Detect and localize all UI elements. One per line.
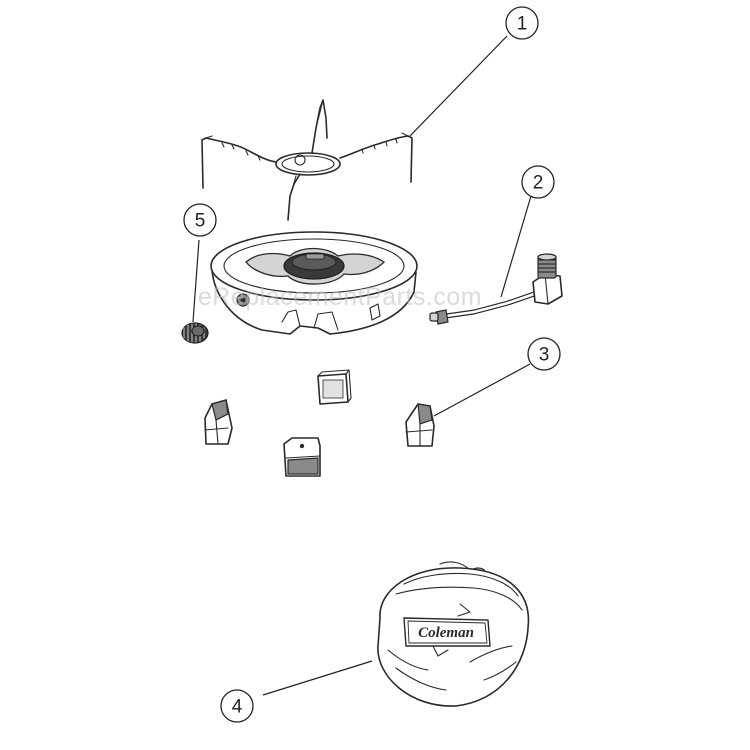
callout-5-number: 5 (195, 211, 206, 232)
leader-2 (500, 195, 532, 298)
callout-2: 2 (521, 165, 555, 199)
valve-knob (181, 322, 209, 344)
callout-2-number: 2 (533, 173, 544, 194)
leader-3 (433, 363, 531, 417)
watermark-text: eReplacementParts.com (198, 283, 482, 311)
leg-front (283, 437, 321, 477)
burner-base (210, 231, 418, 335)
callout-1-number: 1 (517, 14, 528, 35)
callout-3-number: 3 (539, 345, 550, 366)
leader-5 (192, 239, 200, 323)
leg-left (204, 399, 233, 445)
legs (204, 369, 435, 477)
carry-bag: Coleman (377, 561, 530, 707)
callout-3: 3 (527, 337, 561, 371)
coleman-logo: Coleman (403, 617, 491, 647)
leader-4 (262, 660, 373, 696)
leader-1 (409, 35, 508, 137)
callout-4-number: 4 (232, 697, 243, 718)
leg-right (405, 403, 435, 447)
leader-lines (192, 35, 532, 696)
regulator-hose (429, 253, 563, 325)
callout-1: 1 (505, 6, 539, 40)
pot-support (201, 99, 413, 221)
coleman-logo-text: Coleman (418, 625, 474, 641)
leg-back (317, 369, 352, 405)
callout-5: 5 (183, 203, 217, 237)
callout-4: 4 (220, 689, 254, 723)
